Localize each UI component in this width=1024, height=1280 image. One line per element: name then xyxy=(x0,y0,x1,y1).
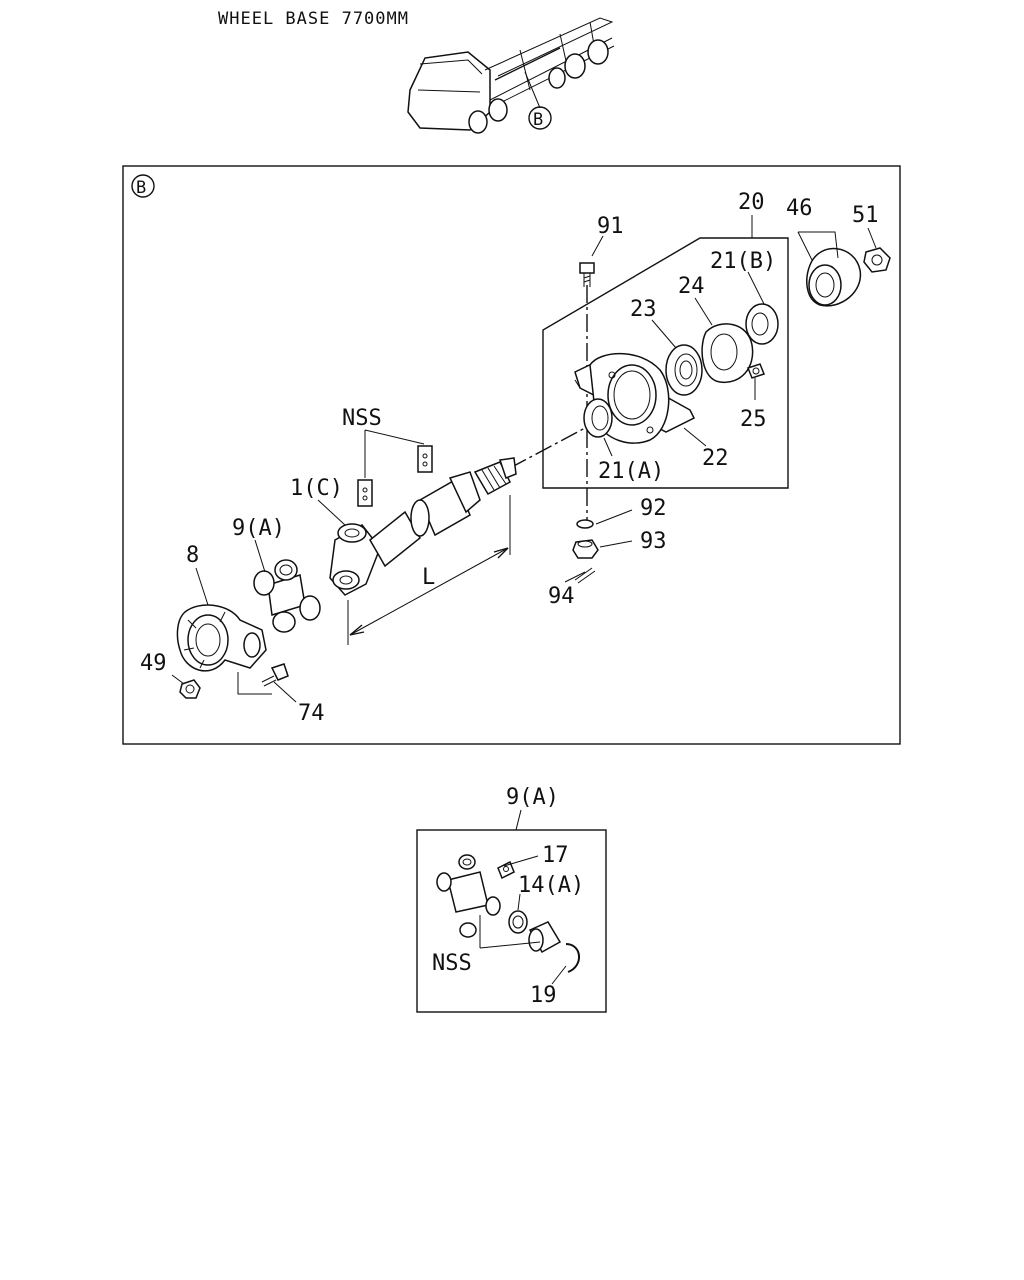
callout-25: 25 xyxy=(740,407,767,432)
callout-1c: 1(C) xyxy=(290,476,343,501)
shim-nss-1 xyxy=(357,479,373,507)
flange-yoke-8 xyxy=(176,604,267,672)
propeller-shaft-1c xyxy=(329,457,517,596)
nut-51 xyxy=(863,247,891,273)
callout-21a: 21(A) xyxy=(598,459,664,484)
callout-nss-detail: NSS xyxy=(432,951,472,976)
leader-23 xyxy=(651,319,677,349)
snap-ring-19 xyxy=(565,943,580,973)
callout-74: 74 xyxy=(298,701,325,726)
callout-b-overview: B xyxy=(528,106,552,130)
washer-92 xyxy=(576,519,594,529)
leader-91 xyxy=(591,235,604,257)
companion-flange-46 xyxy=(806,248,862,307)
dimension-l xyxy=(347,495,511,645)
truck-overview-illustration xyxy=(407,17,615,134)
leader-22 xyxy=(683,427,707,447)
nut-49 xyxy=(179,679,201,699)
grease-nipple-25 xyxy=(747,363,765,379)
bolt-91 xyxy=(579,262,595,287)
seal-14a xyxy=(508,910,528,934)
leader-8 xyxy=(195,567,209,606)
detail-title-leader xyxy=(515,809,522,831)
leader-74 xyxy=(237,672,297,703)
callout-nss: NSS xyxy=(342,406,382,431)
leader-21a xyxy=(603,437,613,457)
svg-text:B: B xyxy=(533,110,543,130)
leader-nss xyxy=(364,429,425,478)
callout-8: 8 xyxy=(186,543,199,568)
universal-joint-9a xyxy=(253,559,321,633)
callout-49: 49 xyxy=(140,651,167,676)
callout-19: 19 xyxy=(530,983,557,1008)
view-b-marker: B xyxy=(131,174,155,198)
callout-23: 23 xyxy=(630,297,657,322)
detail-panel-title: 9(A) xyxy=(506,785,559,810)
center-bearing-group-box xyxy=(542,237,789,489)
callout-9a: 9(A) xyxy=(232,516,285,541)
shaft-axis-line xyxy=(509,427,586,469)
leader-94 xyxy=(564,571,586,583)
callout-20: 20 xyxy=(738,190,765,215)
spider-cross-detail xyxy=(436,854,501,938)
leader-49 xyxy=(171,674,185,685)
bolt-74 xyxy=(261,663,289,687)
leader-21b xyxy=(747,271,765,305)
shim-nss-2 xyxy=(417,445,433,473)
grease-fitting-17 xyxy=(497,860,515,880)
callout-17: 17 xyxy=(542,843,569,868)
castle-nut-93 xyxy=(572,539,599,559)
callout-46: 46 xyxy=(786,196,813,221)
seal-21b xyxy=(745,303,779,345)
leader-51 xyxy=(867,227,877,249)
leader-1c xyxy=(317,499,346,526)
svg-text:B: B xyxy=(136,178,146,198)
bearing-23 xyxy=(665,344,703,396)
callout-14a: 14(A) xyxy=(518,873,584,898)
leader-46 xyxy=(797,231,839,261)
callout-24: 24 xyxy=(678,274,705,299)
seal-21a xyxy=(583,398,613,438)
leader-9a xyxy=(254,539,266,573)
leader-24 xyxy=(694,297,713,326)
callout-22: 22 xyxy=(702,446,729,471)
leader-14a xyxy=(517,893,521,911)
callout-21b: 21(B) xyxy=(710,249,776,274)
callout-91: 91 xyxy=(597,214,624,239)
dust-cover-24 xyxy=(701,323,754,384)
callout-93: 93 xyxy=(640,529,667,554)
callout-l: L xyxy=(422,565,435,590)
callout-94: 94 xyxy=(548,584,575,609)
leader-nss-detail xyxy=(479,915,541,949)
callout-51: 51 xyxy=(852,203,879,228)
cotter-pin-94 xyxy=(574,567,596,584)
callout-92: 92 xyxy=(640,496,667,521)
leader-19 xyxy=(551,965,567,985)
wheel-base-title: WHEEL BASE 7700MM xyxy=(218,9,409,29)
main-panel-frame xyxy=(122,165,901,745)
leader-92 xyxy=(595,509,633,525)
leader-93 xyxy=(599,540,633,548)
leader-17 xyxy=(503,855,539,867)
detail-panel-frame xyxy=(416,829,607,1013)
bearing-cup-detail xyxy=(528,921,562,954)
